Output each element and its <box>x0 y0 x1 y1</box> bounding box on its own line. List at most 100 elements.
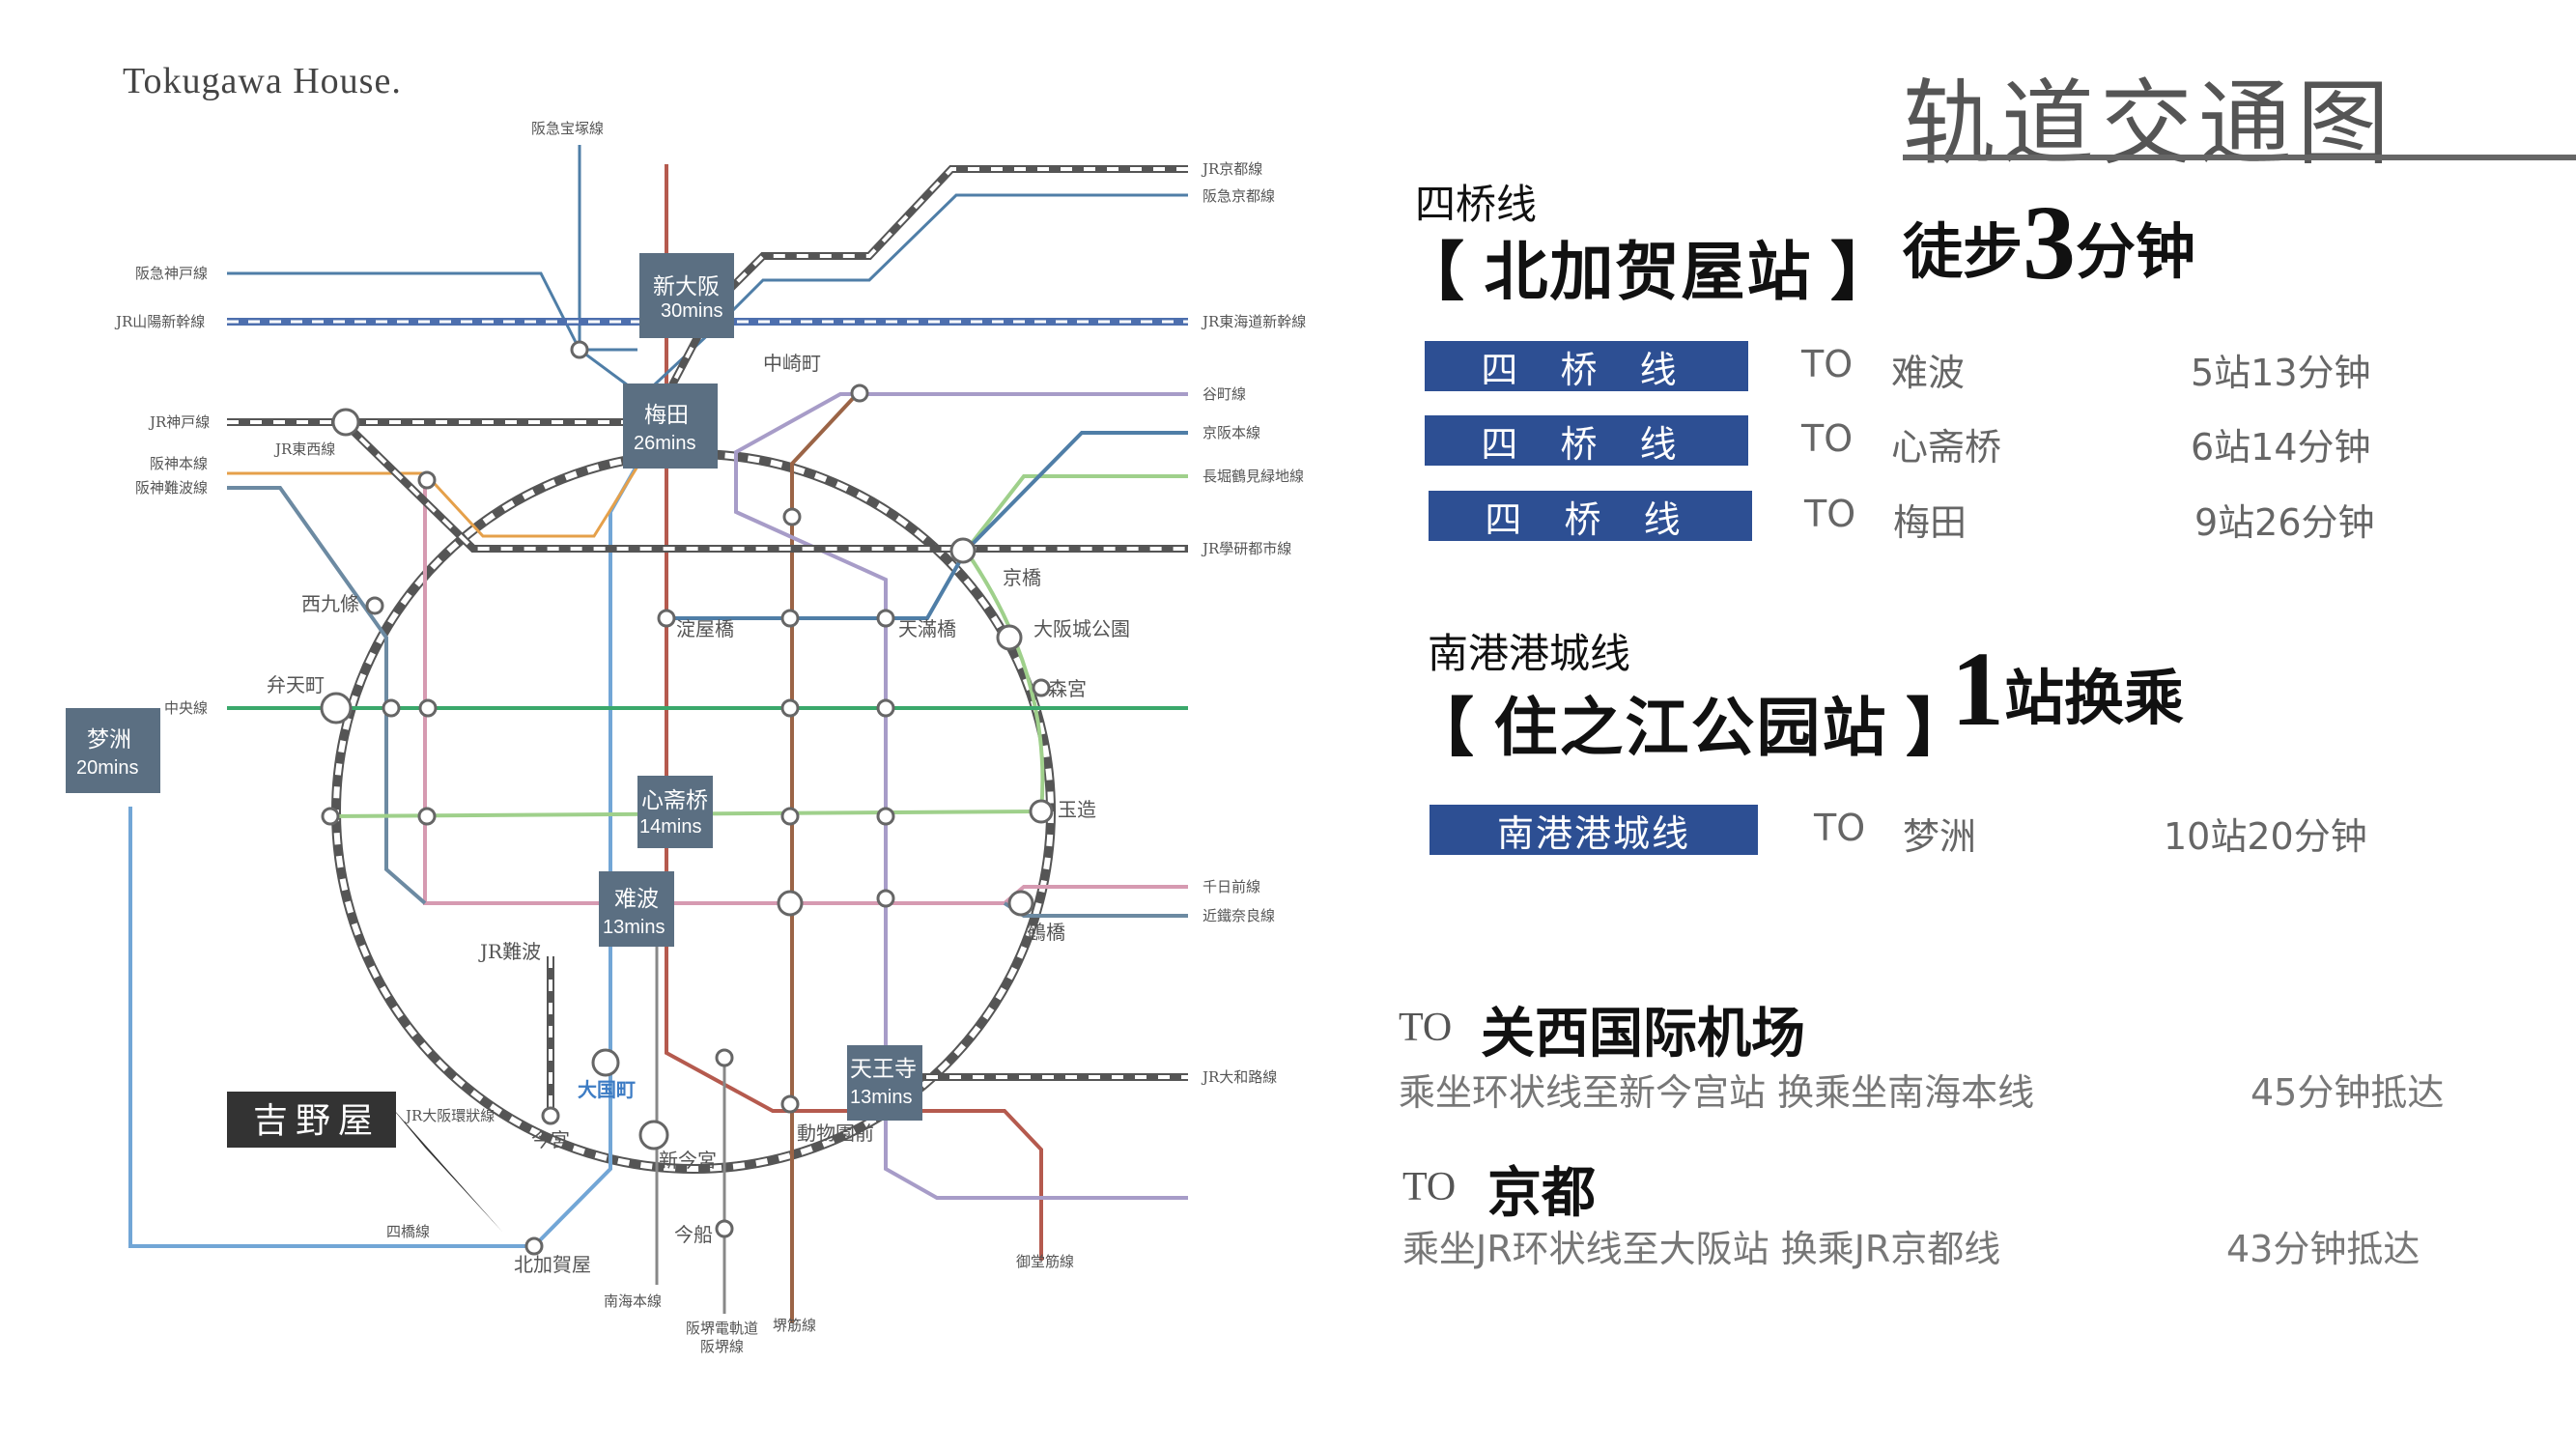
kansai-to: TO <box>1399 1006 1453 1050</box>
svg-text:四橋線: 四橋線 <box>386 1223 430 1240</box>
station-box-shinsaibashi: 心斋桥 14mins <box>637 776 713 848</box>
hanshin-main-line <box>227 458 644 538</box>
route-dest-2: 心斋桥 <box>1891 426 2002 469</box>
route-dest-1: 难波 <box>1891 352 1966 394</box>
svg-text:梦洲: 梦洲 <box>87 727 131 753</box>
svg-text:JR神戸線: JR神戸線 <box>148 413 210 431</box>
svg-text:淀屋橋: 淀屋橋 <box>676 617 734 640</box>
route-chip-1: 四 桥 线 <box>1425 341 1748 391</box>
svg-text:新今宮: 新今宮 <box>659 1149 717 1172</box>
svg-text:20mins: 20mins <box>76 757 138 779</box>
brand-logo: Tokugawa House. <box>123 61 402 101</box>
svg-text:谷町線: 谷町線 <box>1203 385 1246 403</box>
station-box-tennoji: 天王寺 13mins <box>847 1045 922 1121</box>
route-info-1: 5站13分钟 <box>2191 352 2371 394</box>
hanshin-namba-line <box>227 486 427 905</box>
svg-text:南海本線: 南海本線 <box>604 1293 662 1310</box>
svg-text:JR難波: JR難波 <box>478 940 541 963</box>
svg-text:阪急神戸線: 阪急神戸線 <box>135 265 208 282</box>
svg-text:森宮: 森宮 <box>1048 677 1087 700</box>
svg-text:30mins: 30mins <box>661 300 722 322</box>
yoshinoya-callout: 吉野屋 <box>227 1092 502 1232</box>
svg-text:今宮: 今宮 <box>531 1128 570 1151</box>
svg-text:阪急宝塚線: 阪急宝塚線 <box>531 120 604 137</box>
svg-text:JR東海道新幹線: JR東海道新幹線 <box>1201 313 1306 330</box>
svg-text:中央線: 中央線 <box>164 699 208 717</box>
svg-text:13mins: 13mins <box>603 917 665 938</box>
svg-text:JR大和路線: JR大和路線 <box>1201 1068 1277 1086</box>
hankyu-takarazuka-line <box>578 145 643 398</box>
line-labels: 阪急宝塚線 JR京都線 阪急京都線 阪急神戸線 JR山陽新幹線 JR東海道新幹線… <box>114 120 1306 1355</box>
page-title: 轨道交通图 <box>1903 70 2395 178</box>
kyoto-to: TO <box>1402 1165 1457 1209</box>
walk-prefix: 徒步 <box>1903 220 2024 286</box>
svg-text:中崎町: 中崎町 <box>763 352 821 375</box>
route-info-3: 9站26分钟 <box>2194 501 2375 544</box>
svg-text:阪堺電軌道: 阪堺電軌道 <box>686 1320 758 1337</box>
kyoto-dest: 京都 <box>1487 1164 1596 1224</box>
svg-text:大阪城公園: 大阪城公園 <box>1033 617 1130 640</box>
route-to-nanko: TO <box>1814 807 1866 849</box>
jr-kyoto-line <box>663 165 1188 398</box>
svg-text:堺筋線: 堺筋線 <box>773 1317 816 1334</box>
hankyu-kobe-line <box>227 271 637 352</box>
svg-text:13mins: 13mins <box>850 1087 912 1108</box>
svg-text:長堀鶴見緑地線: 長堀鶴見緑地線 <box>1203 468 1304 485</box>
sakaisuji-line <box>790 389 862 1323</box>
svg-text:天滿橋: 天滿橋 <box>898 617 956 640</box>
kansai-time: 45分钟抵达 <box>2250 1071 2445 1114</box>
svg-text:京阪本線: 京阪本線 <box>1203 424 1260 441</box>
section1-walk: 徒步3分钟 <box>1903 182 2195 304</box>
svg-text:京橋: 京橋 <box>1003 566 1041 589</box>
svg-text:心斋桥: 心斋桥 <box>641 788 708 813</box>
svg-text:JR學研都市線: JR學研都市線 <box>1201 540 1291 557</box>
highlight-station-label: 大国町 <box>578 1078 636 1101</box>
loop-green-arc <box>964 549 1045 812</box>
walk-suffix: 分钟 <box>2076 220 2196 286</box>
route-to-2: TO <box>1801 417 1854 460</box>
kansai-dest: 关西国际机场 <box>1481 1005 1805 1065</box>
svg-text:吉野屋: 吉野屋 <box>253 1101 381 1141</box>
route-to-1: TO <box>1801 343 1854 385</box>
svg-text:梅田: 梅田 <box>644 403 689 428</box>
station-markers <box>320 340 1054 1256</box>
svg-text:近鐵奈良線: 近鐵奈良線 <box>1203 907 1275 924</box>
jr-tozai-line-dash <box>342 420 1188 551</box>
section2-transfer: 1站换乘 <box>1951 628 2184 751</box>
svg-text:西九條: 西九條 <box>301 592 359 615</box>
station-box-shin-osaka: 新大阪 30mins <box>639 253 734 338</box>
station-labels: 中崎町 西九條 淀屋橋 天滿橋 京橋 大阪城公園 森宮 弁天町 玉造 鶴橋 JR… <box>267 352 1130 1276</box>
route-chip-2: 四 桥 线 <box>1425 415 1748 466</box>
svg-text:14mins: 14mins <box>639 816 701 838</box>
svg-text:阪神難波線: 阪神難波線 <box>135 479 208 497</box>
station-box-namba: 难波 13mins <box>599 871 674 947</box>
section1-line-label: 四桥线 <box>1415 184 1538 228</box>
kansai-desc: 乘坐环状线至新今宫站 换乘坐南海本线 <box>1399 1071 2035 1114</box>
walk-number: 3 <box>2023 184 2077 301</box>
svg-text:今船: 今船 <box>674 1223 713 1246</box>
jr-kyoto-line-dash <box>665 167 1188 397</box>
title-underline <box>1903 155 2576 160</box>
svg-text:26mins: 26mins <box>634 433 695 454</box>
route-dest-3: 梅田 <box>1893 501 1967 544</box>
transfer-suffix: 站换乘 <box>2004 667 2185 732</box>
svg-text:天王寺: 天王寺 <box>850 1057 917 1082</box>
svg-text:JR京都線: JR京都線 <box>1201 160 1262 178</box>
svg-text:北加賀屋: 北加賀屋 <box>514 1253 591 1276</box>
station-box-yumeshima: 梦洲 20mins <box>66 708 160 793</box>
svg-text:阪神本線: 阪神本線 <box>150 455 208 472</box>
section2-line-label: 南港港城线 <box>1428 633 1631 677</box>
route-chip-nanko: 南港港城线 <box>1430 805 1758 855</box>
kyoto-desc: 乘坐JR环状线至大阪站 换乘JR京都线 <box>1402 1228 2001 1270</box>
route-chip-3: 四 桥 线 <box>1429 491 1752 541</box>
svg-text:千日前線: 千日前線 <box>1203 878 1260 895</box>
svg-text:难波: 难波 <box>614 887 659 912</box>
svg-text:動物園前: 動物園前 <box>797 1122 874 1145</box>
svg-text:御堂筋線: 御堂筋線 <box>1016 1253 1074 1270</box>
station-box-umeda: 梅田 26mins <box>623 384 718 469</box>
svg-text:JR東西線: JR東西線 <box>273 440 335 458</box>
rail-map: 阪急宝塚線 JR京都線 阪急京都線 阪急神戸線 JR山陽新幹線 JR東海道新幹線… <box>66 120 1306 1355</box>
route-dest-nanko: 梦洲 <box>1903 815 1977 858</box>
route-info-nanko: 10站20分钟 <box>2164 815 2367 858</box>
svg-text:JR山陽新幹線: JR山陽新幹線 <box>114 313 205 330</box>
